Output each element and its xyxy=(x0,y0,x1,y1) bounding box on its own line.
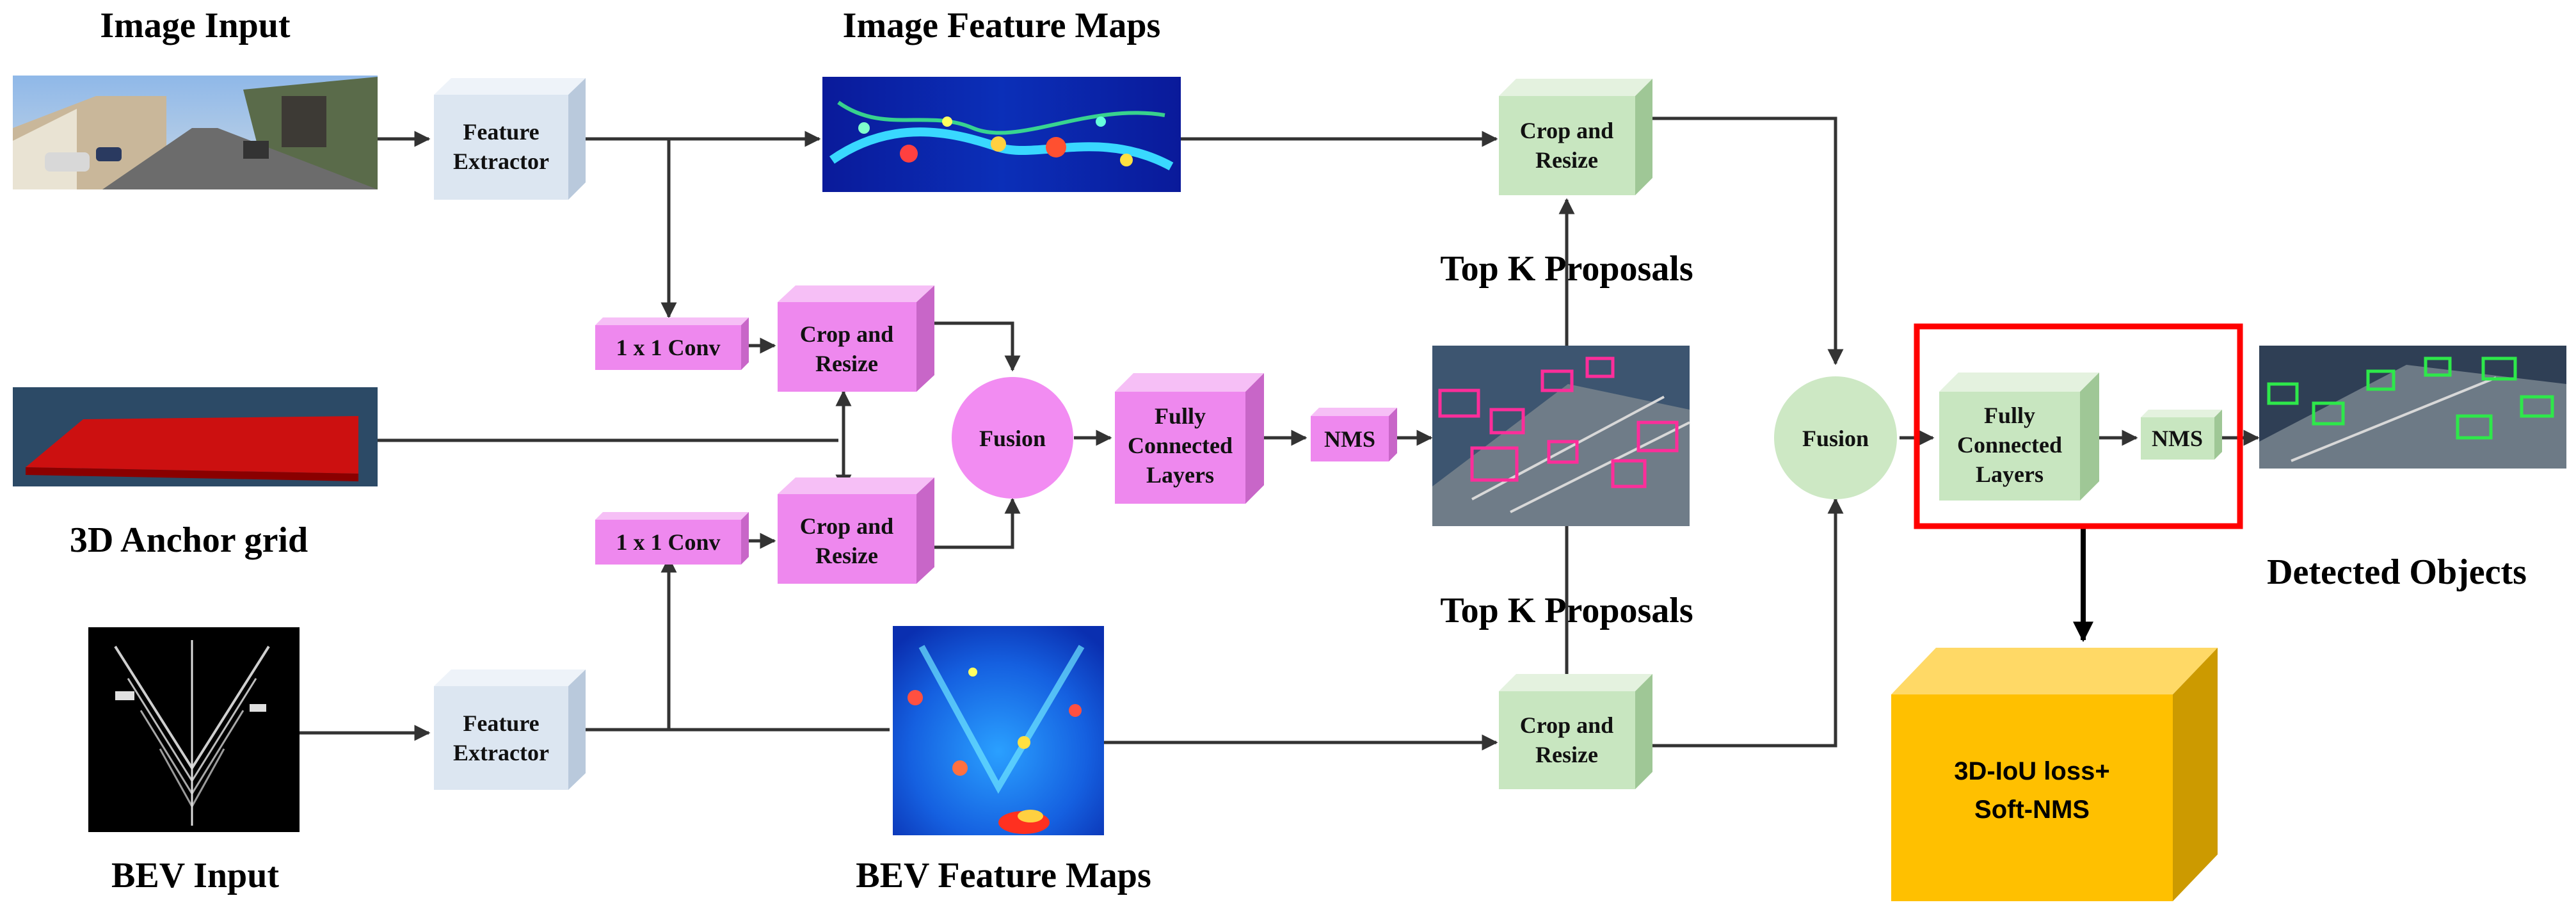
crop-resize-pink-bottom: Crop and Resize xyxy=(778,477,934,584)
image-feature-maps-label: Image Feature Maps xyxy=(843,6,1161,45)
conv-1x1-bottom-label: 1 x 1 Conv xyxy=(616,529,720,555)
conv-1x1-top: 1 x 1 Conv xyxy=(595,317,749,370)
fully-connected-green: Fully Connected Layers xyxy=(1939,373,2099,501)
highlight-frame xyxy=(1914,323,2243,529)
fusion-green: Fusion xyxy=(1774,376,1897,499)
feature-extractor-bottom-line1: Feature xyxy=(463,710,539,736)
fusion-green-label: Fusion xyxy=(1802,426,1869,451)
fusion-pink: Fusion xyxy=(952,377,1073,499)
image-input-label: Image Input xyxy=(100,6,291,45)
feature-extractor-bottom: Feature Extractor xyxy=(434,669,586,790)
fully-connected-pink: Fully Connected Layers xyxy=(1115,373,1264,504)
crop-resize-pink-bottom-line2: Resize xyxy=(815,543,878,568)
crop-resize-pink-top: Crop and Resize xyxy=(778,285,934,392)
detections-bev-image xyxy=(2259,346,2566,469)
image-input-photo xyxy=(13,76,378,189)
image-feature-maps-heatmap xyxy=(822,77,1181,192)
fully-connected-pink-line2: Connected xyxy=(1128,433,1233,458)
loss-box-line2: Soft-NMS xyxy=(1974,796,2090,824)
fully-connected-pink-line3: Layers xyxy=(1146,462,1214,488)
crop-resize-green-top-line1: Crop and xyxy=(1520,118,1613,143)
nms-pink: NMS xyxy=(1311,408,1397,461)
bev-input-label: BEV Input xyxy=(111,856,279,895)
conv-1x1-bottom: 1 x 1 Conv xyxy=(595,512,749,565)
anchor-grid-label: 3D Anchor grid xyxy=(70,520,308,560)
feature-extractor-top-line1: Feature xyxy=(463,119,539,145)
bev-input-image xyxy=(88,627,300,832)
feature-extractor-bottom-line2: Extractor xyxy=(453,740,549,766)
feature-extractor-top-line2: Extractor xyxy=(453,148,549,174)
fully-connected-pink-line1: Fully xyxy=(1155,403,1206,429)
conv-1x1-top-label: 1 x 1 Conv xyxy=(616,335,720,360)
detected-objects-label: Detected Objects xyxy=(2267,552,2527,592)
bev-feature-maps-heatmap xyxy=(893,626,1104,835)
crop-resize-pink-bottom-line1: Crop and xyxy=(800,513,893,539)
anchor-grid-image xyxy=(13,387,378,486)
crop-resize-green-top: Crop and Resize xyxy=(1499,79,1652,195)
fusion-pink-label: Fusion xyxy=(979,426,1046,451)
feature-extractor-top: Feature Extractor xyxy=(434,78,586,200)
fully-connected-green-line2: Connected xyxy=(1957,432,2062,458)
nms-pink-label: NMS xyxy=(1324,426,1375,452)
crop-resize-green-bottom: Crop and Resize xyxy=(1499,674,1652,789)
fully-connected-green-line3: Layers xyxy=(1976,461,2044,487)
crop-resize-pink-top-line2: Resize xyxy=(815,351,878,376)
nms-green-label: NMS xyxy=(2152,426,2203,451)
crop-resize-pink-top-line1: Crop and xyxy=(800,321,893,347)
loss-box: 3D-IoU loss+ Soft-NMS xyxy=(1891,648,2218,901)
bev-feature-maps-label: BEV Feature Maps xyxy=(856,856,1151,895)
nms-green: NMS xyxy=(2141,410,2222,460)
crop-resize-green-bottom-line2: Resize xyxy=(1535,742,1598,767)
crop-resize-green-bottom-line1: Crop and xyxy=(1520,712,1613,738)
proposals-bev-image xyxy=(1432,346,1690,526)
loss-box-line1: 3D-IoU loss+ xyxy=(1954,757,2109,785)
connectors xyxy=(300,116,2260,751)
crop-resize-green-top-line2: Resize xyxy=(1535,147,1598,173)
fully-connected-green-line1: Fully xyxy=(1984,403,2035,428)
